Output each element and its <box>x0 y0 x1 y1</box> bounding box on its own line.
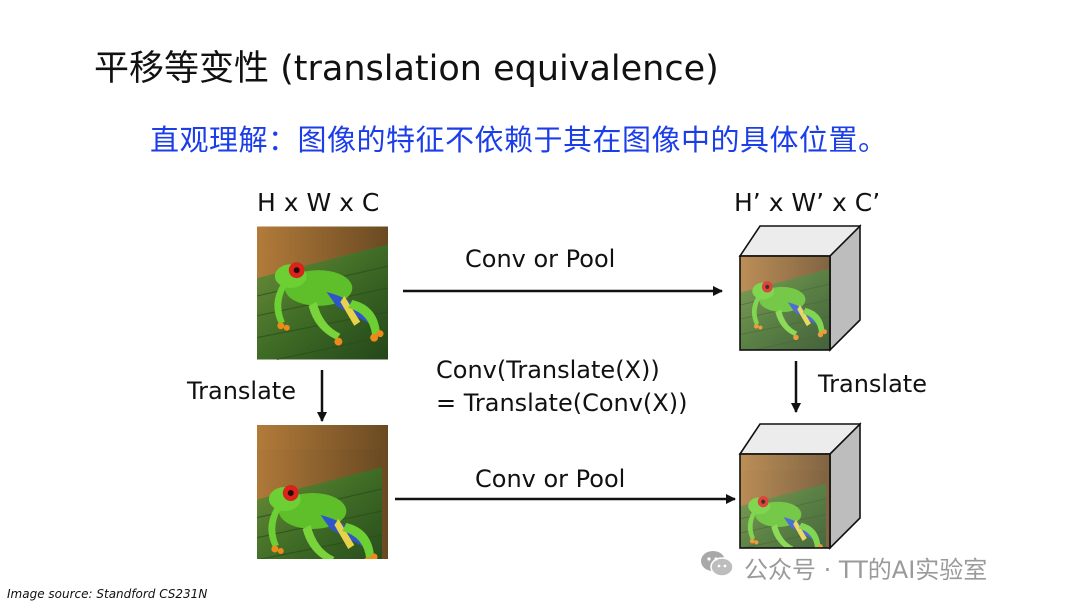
left-arrow-label: Translate <box>187 377 296 405</box>
feature-cube-original <box>738 224 862 352</box>
slide-title: 平移等变性 (translation equivalence) <box>94 49 719 89</box>
wechat-icon <box>700 549 734 585</box>
equation: Conv(Translate(X)) = Translate(Conv(X)) <box>436 354 687 420</box>
image-credit: Image source: Standford CS231N <box>7 587 208 601</box>
right-arrow-label: Translate <box>818 370 927 398</box>
equation-line-2: = Translate(Conv(X)) <box>436 389 688 417</box>
input-dims-label: H x W x C <box>257 188 380 217</box>
slide-subtitle: 直观理解：图像的特征不依赖于其在图像中的具体位置。 <box>150 123 888 157</box>
bottom-arrow-label: Conv or Pool <box>475 465 626 493</box>
watermark-text: 公众号 · TT的AI实验室 <box>744 555 988 584</box>
frog-image-original <box>257 226 388 360</box>
output-dims-label: H’ x W’ x C’ <box>734 188 881 217</box>
equation-line-1: Conv(Translate(X)) <box>436 356 660 384</box>
top-arrow-label: Conv or Pool <box>465 245 616 273</box>
watermark: 公众号 · TT的AI实验室 <box>700 549 987 585</box>
feature-cube-translated <box>738 422 862 550</box>
frog-image-translated <box>257 425 388 559</box>
